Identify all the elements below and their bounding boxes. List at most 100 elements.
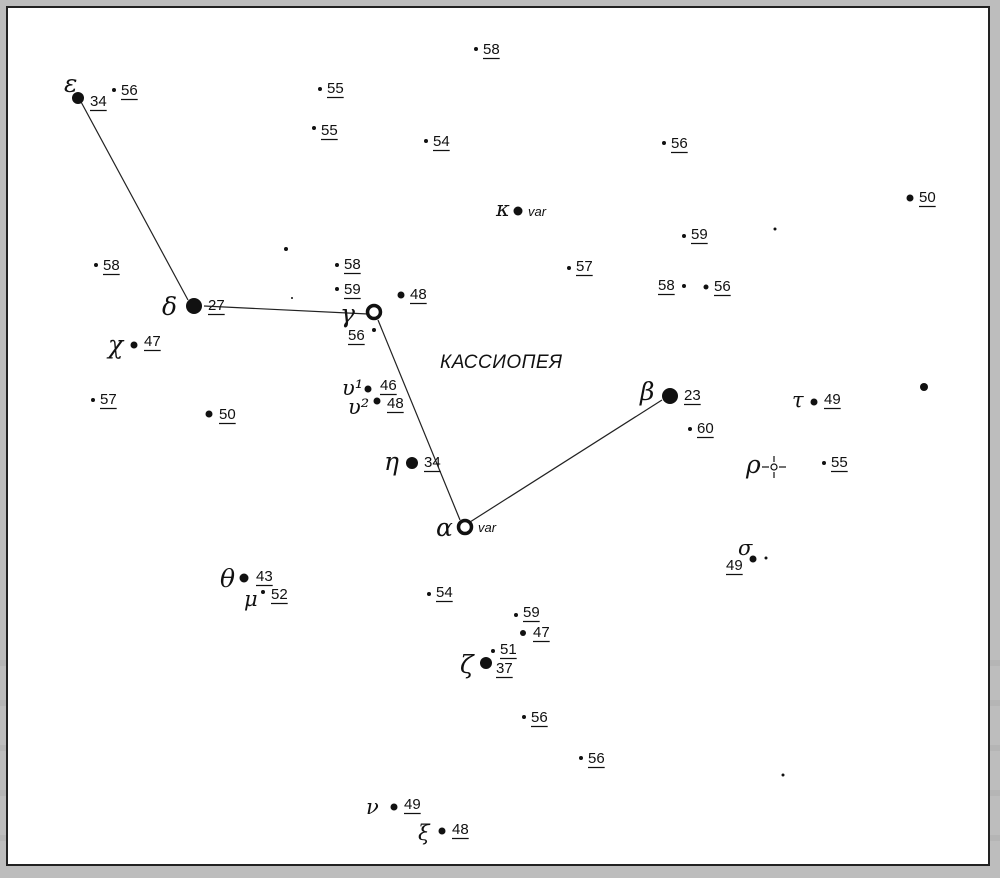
field-star: 56 (662, 135, 688, 154)
star-note: var (528, 204, 547, 219)
star-marker (773, 227, 777, 231)
star-marker (365, 303, 383, 321)
variable-star-symbol-icon (762, 456, 786, 478)
star-mu: μ 52 (244, 586, 288, 611)
field-star: 55 (312, 122, 338, 141)
star-magnitude: 56 (671, 135, 688, 152)
star-greek-label: η (384, 447, 399, 476)
star-magnitude: 49 (404, 796, 421, 813)
star-marker (491, 649, 495, 653)
star-chi: χ 47 (106, 330, 161, 359)
star-magnitude: 51 (500, 641, 517, 658)
asterism-lines (79, 99, 663, 523)
line-alpha-beta (469, 399, 663, 523)
star-marker (520, 630, 526, 636)
constellation-name: КАССИОПЕЯ (440, 352, 563, 373)
star-upsilon2: υ² 48 (348, 395, 404, 419)
star-magnitude: 56 (588, 750, 605, 767)
star-marker (406, 457, 418, 469)
star-companion-marker (764, 556, 768, 560)
star-magnitude: 58 (658, 277, 675, 294)
star-marker (397, 291, 405, 299)
field-star: 54 (424, 133, 450, 152)
star-rho: ρ (745, 450, 786, 479)
unlabeled-stars (284, 227, 928, 777)
star-greek-label: υ² (348, 395, 369, 419)
star-magnitude: 56 (348, 327, 365, 344)
star-magnitude: 59 (523, 604, 540, 621)
star-marker (513, 206, 523, 216)
field-star: 58 (94, 257, 120, 276)
star-magnitude: 47 (533, 624, 550, 641)
star-marker (335, 263, 339, 267)
star-greek-label: ζ (460, 650, 475, 679)
field-star: 58 (474, 41, 500, 60)
field-star: 56 (579, 750, 605, 769)
field-star: 55 (318, 80, 344, 99)
star-theta: θ 43 (220, 564, 273, 593)
star-alpha: α var (436, 513, 497, 542)
star-marker (438, 827, 446, 835)
star-magnitude: 58 (344, 256, 361, 273)
field-star: 58 (658, 277, 686, 296)
star-marker (318, 87, 322, 91)
field-star: 59 (514, 604, 540, 623)
field-star: 55 (822, 454, 848, 473)
star-magnitude: 56 (121, 82, 138, 99)
star-greek-label: σ (738, 536, 753, 560)
star-magnitude: 56 (714, 278, 731, 295)
star-greek-label: θ (220, 564, 235, 593)
star-marker (522, 715, 526, 719)
field-star: 47 (520, 624, 550, 643)
star-magnitude: 54 (436, 584, 453, 601)
star-marker (424, 139, 428, 143)
field-star: 50 (205, 406, 236, 425)
star-greek-label: τ (792, 388, 804, 412)
star-magnitude: 55 (327, 80, 344, 97)
star-nu: ν 49 (366, 795, 421, 819)
field-star: 56 (112, 82, 138, 101)
star-magnitude: 46 (380, 377, 397, 394)
line-delta-gamma (203, 305, 369, 315)
star-marker (822, 461, 826, 465)
star-magnitude: 43 (256, 568, 273, 585)
star-magnitude: 48 (387, 395, 404, 412)
star-note: var (478, 520, 497, 535)
star-marker (781, 773, 785, 777)
star-marker (662, 388, 678, 404)
star-epsilon: ε 34 (64, 69, 107, 112)
star-xi: ξ 48 (418, 821, 469, 845)
line-gamma-alpha (377, 319, 461, 521)
star-gamma: γ (340, 299, 383, 328)
star-marker (91, 398, 95, 402)
line-epsilon-delta (79, 99, 189, 301)
star-marker (390, 803, 398, 811)
star-marker (688, 427, 692, 431)
star-marker (682, 234, 686, 238)
star-greek-label: δ (162, 292, 177, 321)
field-star: 48 (397, 286, 427, 305)
star-eta: η 34 (384, 447, 441, 476)
star-marker (480, 657, 492, 669)
star-magnitude: 58 (483, 41, 500, 58)
star-greek-label: χ (106, 330, 125, 359)
field-star: 56 (703, 278, 731, 297)
star-marker (703, 284, 709, 290)
star-magnitude: 50 (219, 406, 236, 423)
star-magnitude: 54 (433, 133, 450, 150)
star-marker (682, 284, 686, 288)
star-magnitude: 48 (410, 286, 427, 303)
star-marker (373, 397, 381, 405)
star-greek-label: κ (495, 197, 510, 221)
star-magnitude: 57 (576, 258, 593, 275)
star-greek-label: α (436, 513, 453, 542)
star-marker (312, 126, 316, 130)
star-greek-label: ρ (745, 450, 761, 479)
star-magnitude: 59 (344, 281, 361, 298)
star-marker (579, 756, 583, 760)
star-kappa: κ var (495, 197, 547, 221)
field-star: 50 (906, 189, 936, 208)
star-greek-label: ξ (418, 821, 431, 845)
star-marker (662, 141, 666, 145)
